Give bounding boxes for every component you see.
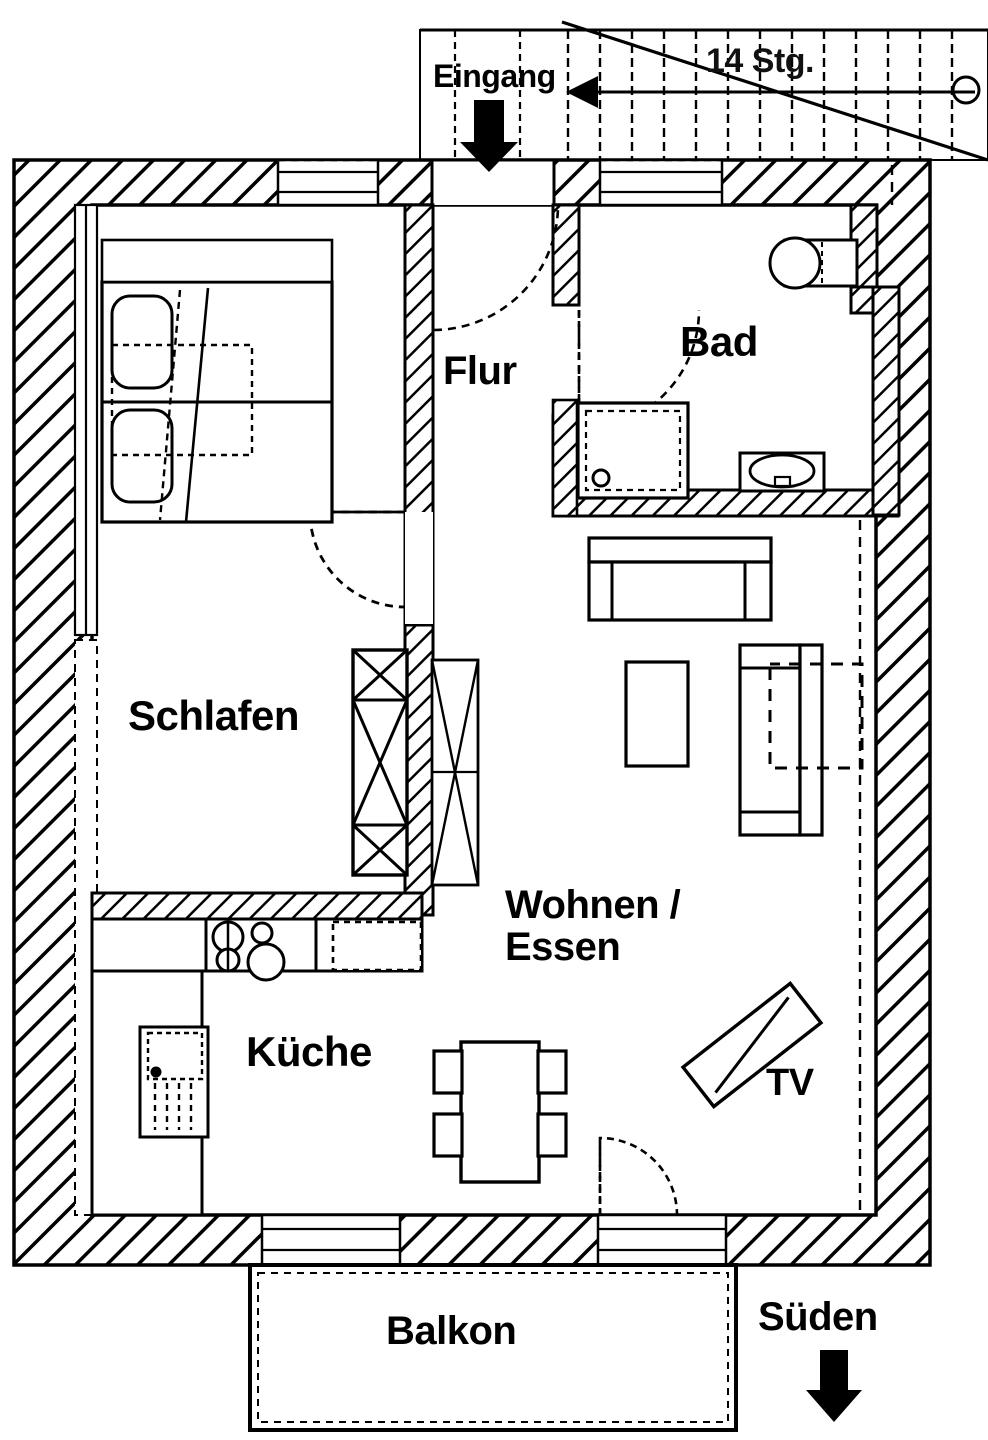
room-label-kueche: Küche [246, 1028, 372, 1075]
room-label-bad: Bad [680, 318, 758, 365]
room-label-schlafen: Schlafen [128, 692, 300, 739]
south-direction-label: Süden [758, 1295, 878, 1339]
interior-walls [90, 203, 901, 921]
bathroom-fixtures [576, 236, 859, 500]
entrance-arrow [460, 100, 518, 172]
entrance-label: Eingang [433, 58, 556, 94]
living-room-furniture [432, 536, 864, 1184]
stairs-count-label: 14 Stg. [706, 42, 814, 80]
guide-lines [858, 165, 894, 1215]
windows-and-openings [73, 158, 728, 1267]
kitchen-furniture [90, 917, 424, 1217]
balcony [248, 1263, 738, 1432]
room-label-flur: Flur [443, 349, 517, 393]
bedroom-furniture [100, 238, 480, 887]
room-label-wohnen-essen: Wohnen / Essen [505, 883, 681, 969]
stairwell-group [419, 20, 988, 162]
tv-label: TV [766, 1062, 814, 1104]
room-label-balkon: Balkon [386, 1309, 517, 1353]
south-arrow [806, 1350, 862, 1422]
